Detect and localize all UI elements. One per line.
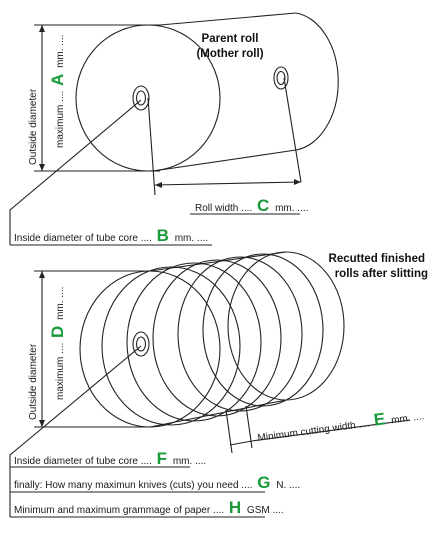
- code-e: E: [373, 409, 387, 429]
- slit-core-outer: [132, 331, 150, 357]
- cut-width-underline: [251, 419, 411, 442]
- unit-d: mm. ....: [55, 287, 66, 320]
- parent-core-front-inner: [135, 90, 147, 106]
- diameter-d-arrowhead-top: [39, 271, 45, 278]
- slit-disc-6: [227, 251, 345, 401]
- slit-disc-3: [152, 259, 282, 417]
- cut-width-left-extension: [225, 409, 233, 454]
- slit-disc-2: [126, 262, 262, 422]
- unit-h: GSM ....: [247, 505, 284, 516]
- parent-core-back-outer: [273, 66, 289, 90]
- parent-roll: [9, 12, 339, 246]
- roll-width-arrowhead-left: [155, 182, 162, 188]
- slit-disc-front: [79, 270, 221, 428]
- knives-g-text: finally: How many maximun knives (cuts) …: [14, 473, 300, 492]
- parent-axis-front-drop: [147, 97, 156, 196]
- maximum-a-text: maximum .... A mm. ....: [48, 35, 67, 148]
- parent-core-front-outer: [132, 85, 150, 111]
- maximum-a-prefix: maximum ....: [55, 91, 66, 148]
- slit-rolls-subtitle: rolls after slitting: [335, 268, 428, 280]
- roll-width-arrowhead-right: [294, 179, 301, 185]
- slit-disc-5: [202, 253, 324, 407]
- code-b: B: [157, 226, 169, 245]
- unit-g: N. ....: [276, 480, 300, 491]
- parent-roll-bottom-edge: [159, 149, 297, 171]
- outside-diameter-a-text: Outside diameter: [28, 88, 39, 165]
- unit-c: mm. ....: [275, 203, 308, 214]
- code-g: G: [257, 473, 270, 492]
- parent-roll-title: Parent roll: [202, 33, 259, 45]
- knives-g-prefix: finally: How many maximun knives (cuts) …: [14, 480, 252, 491]
- parent-axis-back-drop: [283, 77, 302, 183]
- slit-disc-1: [101, 266, 241, 426]
- cut-width-arrow: [229, 440, 253, 446]
- inside-core-f-text: Inside diameter of tube core .... F mm. …: [14, 449, 206, 468]
- unit-e: mm. ....: [391, 411, 425, 426]
- slit-rolls: [9, 251, 411, 518]
- code-c: C: [257, 196, 269, 215]
- parent-roll-subtitle: (Mother roll): [196, 48, 263, 60]
- parent-roll-back-face: [295, 12, 339, 151]
- code-f: F: [157, 449, 167, 468]
- diameter-d-arrowhead-bottom: [39, 420, 45, 427]
- code-h: H: [229, 498, 241, 517]
- parent-core-back-inner: [276, 70, 286, 86]
- unit-f: mm. ....: [173, 456, 206, 467]
- unit-a: mm. ....: [55, 35, 66, 68]
- grammage-h-prefix: Minimum and maximum grammage of paper ..…: [14, 505, 224, 516]
- slit-top-edge: [149, 251, 287, 272]
- core-b-leader: [9, 99, 142, 245]
- parent-roll-top-edge: [159, 12, 297, 26]
- min-cutting-e-text: Minimum cutting width .... E mm. ....: [256, 404, 425, 445]
- label-maximum-a: maximum .... A mm. ....: [48, 35, 67, 148]
- roll-width-text: Roll width .... C mm. ....: [195, 196, 308, 215]
- unit-b: mm. ....: [175, 233, 208, 244]
- inside-core-b-prefix: Inside diameter of tube core ....: [14, 233, 152, 244]
- inside-core-b-text: Inside diameter of tube core .... B mm. …: [14, 226, 208, 245]
- diameter-a-arrowhead-bottom: [39, 164, 45, 171]
- slit-rolls-title: Recutted finished: [329, 253, 425, 265]
- label-maximum-d: maximum .... D mm. ....: [48, 287, 67, 400]
- roll-width-prefix: Roll width ....: [195, 203, 252, 214]
- grammage-h-text: Minimum and maximum grammage of paper ..…: [14, 498, 284, 517]
- outside-diameter-d-text: Outside diameter: [28, 343, 39, 420]
- maximum-d-text: maximum .... D mm. ....: [48, 287, 67, 400]
- slit-core-inner: [135, 336, 147, 352]
- inside-core-f-prefix: Inside diameter of tube core ....: [14, 456, 152, 467]
- min-cutting-e-prefix: Minimum cutting width ....: [257, 418, 370, 444]
- label-outside-diameter-d: Outside diameter: [28, 343, 39, 420]
- code-d: D: [48, 326, 67, 338]
- label-outside-diameter-a: Outside diameter: [28, 88, 39, 165]
- core-f-leader: [9, 345, 142, 467]
- code-a: A: [48, 74, 67, 86]
- label-min-cutting-e: Minimum cutting width .... E mm. ....: [256, 404, 425, 445]
- roll-width-arrow: [154, 181, 302, 186]
- slit-bottom-edge: [149, 399, 287, 428]
- maximum-d-prefix: maximum ....: [55, 343, 66, 400]
- diameter-a-arrowhead-top: [39, 25, 45, 32]
